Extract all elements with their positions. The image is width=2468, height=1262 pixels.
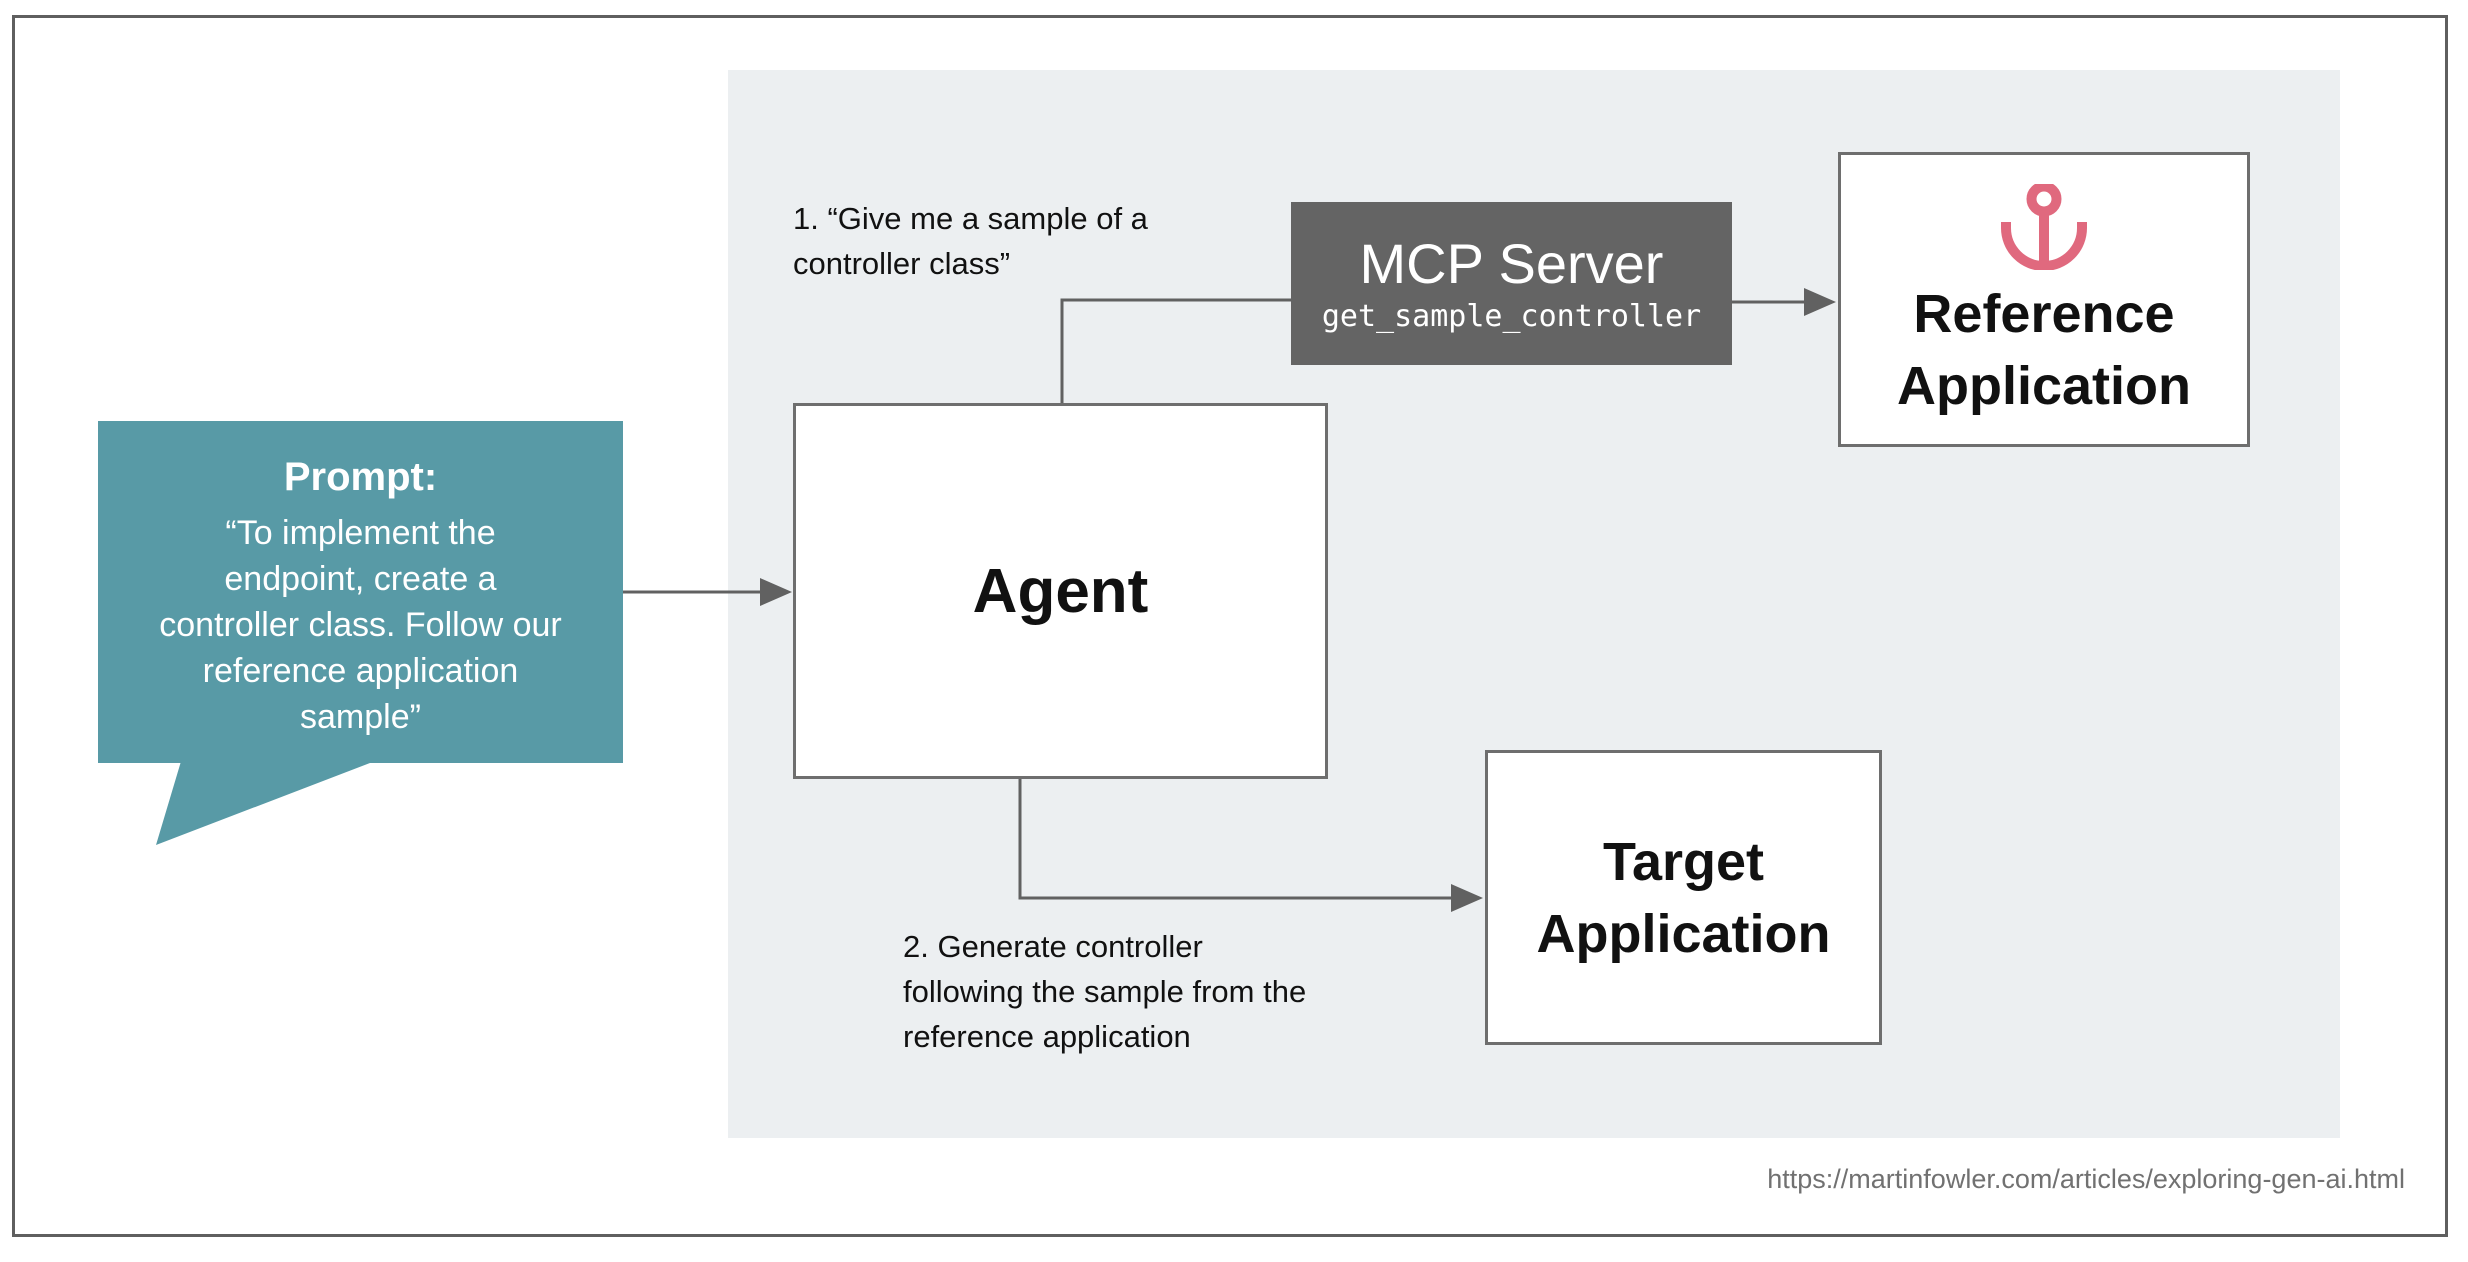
prompt-speech-bubble: Prompt: “To implement the endpoint, crea…: [98, 421, 623, 763]
step2-annotation: 2. Generate controller following the sam…: [903, 929, 1307, 1054]
agent-label: Agent: [972, 556, 1149, 626]
mcp-server-title: MCP Server: [1359, 231, 1664, 295]
anchor-icon-wrap: [1998, 181, 2090, 271]
outer-frame: [12, 15, 2448, 1237]
prompt-title: Prompt:: [283, 454, 438, 499]
step1-annotation: 1. “Give me a sample of a controller cla…: [793, 201, 1148, 281]
anchor-icon: [2001, 181, 2087, 271]
reference-application-node: Reference Application: [1838, 152, 2250, 447]
source-url-text: https://martinfowler.com/articles/explor…: [1767, 1164, 2405, 1194]
prompt-text: “To implement the endpoint, create a con…: [159, 513, 562, 736]
target-application-node: Target Application: [1485, 750, 1882, 1045]
mcp-tool-name: get_sample_controller: [1321, 298, 1702, 334]
target-application-label: Target Application: [1536, 831, 1831, 964]
mcp-server-node: MCP Server get_sample_controller: [1291, 202, 1732, 365]
reference-application-label: Reference Application: [1897, 283, 2191, 416]
agent-node: Agent: [793, 403, 1328, 779]
